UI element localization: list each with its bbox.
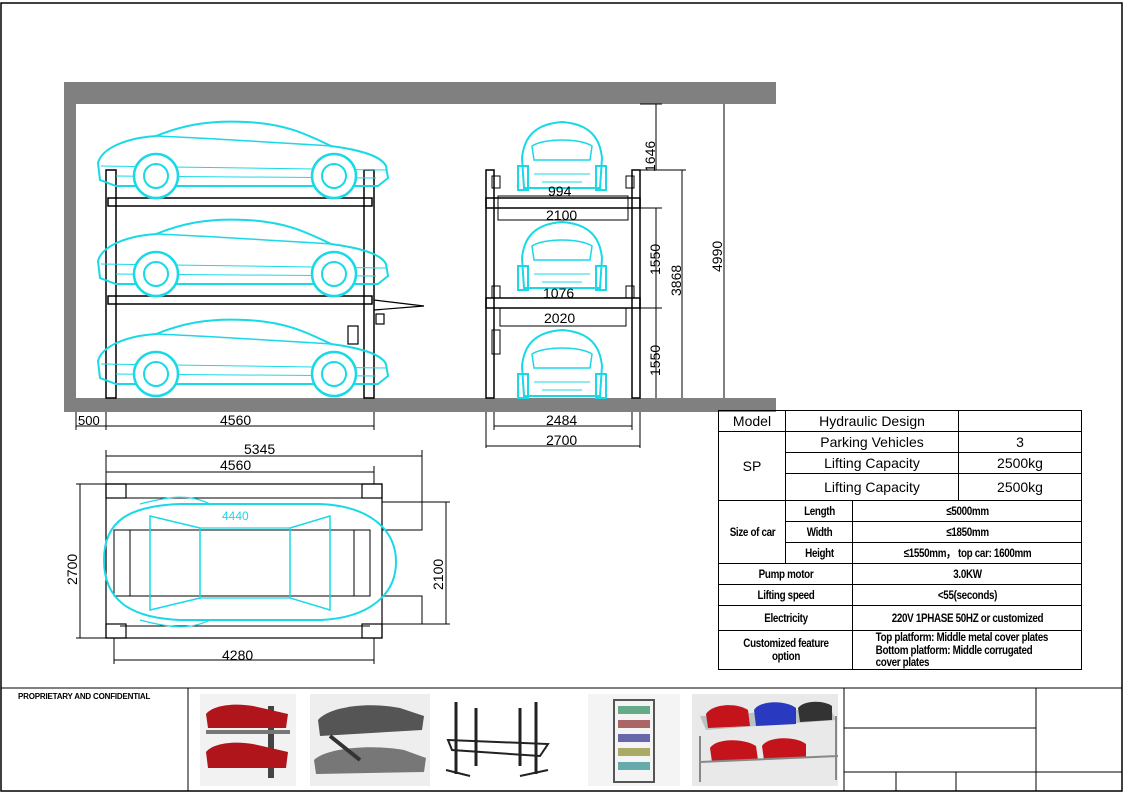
feature-label: Customized feature option bbox=[730, 630, 841, 670]
lifting-capacity-label-1: Lifting Capacity bbox=[785, 452, 959, 474]
plan-dimensions bbox=[76, 450, 450, 664]
side-car-middle bbox=[96, 218, 390, 298]
length-label: Length bbox=[791, 500, 847, 522]
design-cell: Hydraulic Design bbox=[785, 410, 959, 432]
plan-car bbox=[102, 496, 398, 628]
side-dimensions bbox=[75, 412, 375, 430]
dim-offset: 500 bbox=[78, 413, 100, 428]
front-dimensions bbox=[485, 103, 725, 448]
lifting-capacity-value-2: 2500kg bbox=[958, 473, 1082, 501]
width-value: ≤1850mm bbox=[872, 521, 1062, 543]
pump-motor-label: Pump motor bbox=[730, 563, 841, 585]
plan-view bbox=[105, 483, 423, 639]
dim-car-width-1: 994 bbox=[548, 183, 572, 199]
height-label: Height bbox=[791, 542, 847, 564]
front-car-top bbox=[517, 121, 607, 191]
thumbnail-two-post-lift bbox=[200, 694, 296, 786]
dim-inner-width: 2484 bbox=[546, 412, 577, 428]
parking-vehicles-value: 3 bbox=[958, 431, 1082, 453]
dim-plan-total: 5345 bbox=[244, 441, 275, 457]
title-block bbox=[1, 687, 1122, 791]
floor-wall bbox=[64, 398, 776, 412]
dim-level-1: 1550 bbox=[647, 244, 663, 275]
left-wall bbox=[64, 82, 76, 412]
feature-value-1: Top platform: Middle metal cover plates bbox=[875, 630, 1048, 645]
dim-plan-post: 4560 bbox=[220, 457, 251, 473]
dim-plan-width: 2700 bbox=[64, 554, 80, 585]
pump-motor-value: 3.0KW bbox=[872, 563, 1062, 585]
width-label: Width bbox=[791, 521, 847, 543]
dim-upper-height: 3868 bbox=[668, 265, 684, 296]
dim-plan-platform-width: 2100 bbox=[430, 559, 446, 590]
lifting-speed-value: <55(seconds) bbox=[872, 584, 1062, 606]
dim-plan-car: 4440 bbox=[222, 509, 249, 523]
thumbnail-four-post-lift bbox=[445, 702, 550, 777]
model-label: Model bbox=[718, 410, 786, 432]
height-value: ≤1550mm， top car: 1600mm bbox=[872, 542, 1062, 564]
lifting-capacity-value-1: 2500kg bbox=[958, 452, 1082, 474]
lifting-capacity-label-2: Lifting Capacity bbox=[785, 473, 959, 501]
dim-outer-width: 2700 bbox=[546, 432, 577, 448]
ceiling-wall bbox=[64, 82, 776, 104]
dim-car-width-2: 1076 bbox=[543, 285, 574, 301]
lifting-speed-label: Lifting speed bbox=[730, 584, 841, 606]
side-car-top bbox=[96, 120, 390, 200]
front-view bbox=[485, 169, 641, 399]
size-of-car-label: Size of car bbox=[724, 500, 780, 564]
sp-cell: SP bbox=[718, 431, 786, 501]
length-value: ≤5000mm bbox=[872, 500, 1062, 522]
dim-plan-platform: 4280 bbox=[222, 647, 253, 663]
proprietary-label: PROPRIETARY AND CONFIDENTIAL bbox=[18, 692, 151, 701]
parking-vehicles-label: Parking Vehicles bbox=[785, 431, 959, 453]
electricity-label: Electricity bbox=[730, 605, 841, 631]
spec-table: Model Hydraulic Design SP Parking Vehicl… bbox=[718, 410, 1082, 670]
dim-platform-width-2: 2020 bbox=[544, 310, 575, 326]
dim-total-height: 4990 bbox=[709, 241, 725, 272]
thumbnail-tilt-lift bbox=[310, 694, 430, 786]
side-car-bottom bbox=[96, 318, 390, 398]
dim-level-2: 1550 bbox=[647, 345, 663, 376]
feature-value-2: Bottom platform: Middle corrugated cover… bbox=[875, 642, 1032, 670]
front-car-middle bbox=[517, 221, 607, 291]
electricity-value: 220V 1PHASE 50HZ or customized bbox=[872, 605, 1062, 631]
dim-side-length: 4560 bbox=[220, 412, 251, 428]
front-car-bottom bbox=[517, 329, 607, 399]
dim-platform-width-1: 2100 bbox=[546, 207, 577, 223]
thumbnail-puzzle-parking bbox=[692, 694, 839, 786]
thumbnail-rotary-tower bbox=[588, 694, 680, 786]
dim-top-car: 1646 bbox=[642, 141, 658, 172]
